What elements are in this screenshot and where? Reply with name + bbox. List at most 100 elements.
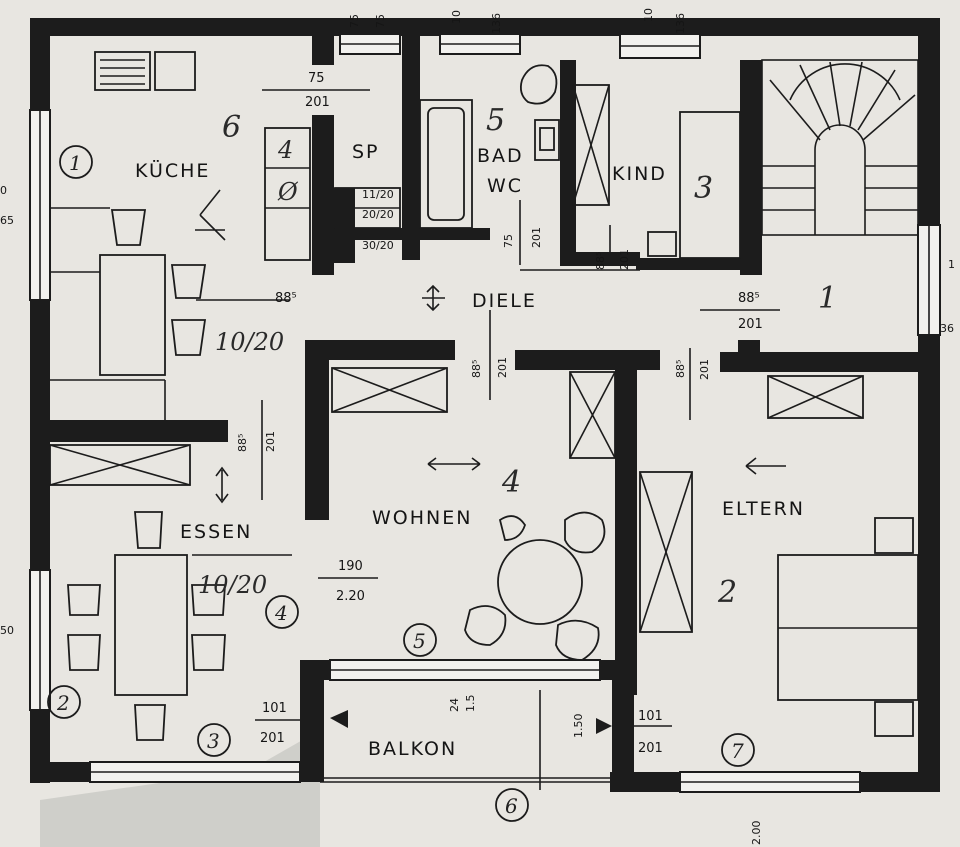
circle-number-4: 4	[274, 601, 288, 625]
wall-right	[918, 18, 940, 778]
dim-eltern-door-top: 88⁵	[674, 360, 687, 378]
wall-eltern-top	[720, 352, 920, 372]
window-circles: 1 2 3 4 5 6 7	[47, 145, 755, 822]
circle-number-7: 7	[731, 739, 744, 763]
room-label-balkon: BALKON	[368, 738, 457, 760]
wall-bad-bottom	[410, 228, 490, 240]
room-labels: KÜCHE SP BAD WC KIND DIELE ESSEN WOHNEN …	[135, 141, 805, 760]
room-label-kind: KIND	[612, 163, 667, 185]
dim-kueche-door-bottom: 201	[305, 95, 330, 110]
room-label-sp: SP	[352, 141, 380, 163]
room-number-bad: 5	[486, 103, 505, 138]
dim-opening-top: 190	[338, 559, 363, 574]
wardrobes	[49, 367, 864, 633]
room-label-eltern: ELTERN	[722, 498, 805, 520]
dim-kind-door-bottom: 201	[618, 249, 631, 270]
circle-number-1: 1	[69, 151, 82, 175]
sp-note-2: 20/20	[362, 208, 394, 221]
wohnen-furniture	[464, 511, 606, 661]
dim-balkon-right-bottom: 201	[638, 741, 663, 756]
top-dim-4: 136	[490, 13, 503, 34]
dim-diele-right-top: 88⁵	[738, 291, 760, 306]
eltern-bed	[777, 517, 919, 737]
dim-wc-door-top: 75	[502, 234, 515, 248]
top-dim-2: 75	[374, 14, 387, 28]
wall-kind-bottom-left	[560, 252, 640, 266]
circle-number-2: 2	[56, 691, 70, 715]
top-window-dims: 75 75 10 136 10 136	[348, 8, 687, 34]
bath-furniture: 11/20 20/20 30/20	[334, 64, 560, 252]
dim-diele-left: 88⁵	[275, 291, 297, 306]
area-essen: 10/20	[198, 571, 267, 599]
room-number-kind: 3	[694, 171, 713, 206]
dim-balkon-depth: 1.50	[572, 714, 585, 739]
dim-opening-bottom: 2.20	[336, 589, 365, 604]
wall-sp-bad	[402, 35, 420, 260]
wall-sp-bottom	[330, 228, 420, 240]
dim-essen-door-bottom: 201	[264, 431, 277, 452]
dim-kind-door-top: 88⁵	[594, 252, 607, 270]
dim-wohnen-door-bottom: 201	[496, 357, 509, 378]
dim-eltern-door-bottom: 201	[698, 359, 711, 380]
wall-kitchen-sp	[312, 115, 334, 275]
wall-eltern-post	[738, 340, 760, 360]
top-dim-6: 136	[674, 13, 687, 34]
room-label-wohnen: WOHNEN	[372, 507, 472, 529]
room-label-bad: BAD	[477, 145, 524, 167]
wall-kitchen-sp-top	[312, 35, 334, 65]
dim-essen-door-top: 88⁵	[236, 434, 249, 452]
sp-note-1: 11/20	[362, 188, 394, 201]
wall-wohnen-top-left	[305, 340, 455, 360]
wall-sp-block	[330, 188, 355, 263]
kitchen-furniture: 4 Ø	[50, 51, 311, 420]
dim-diele-right-bottom: 201	[738, 317, 763, 332]
dim-balkon-right-top: 101	[638, 709, 663, 724]
dim-balkon-left-bottom: 201	[260, 731, 285, 746]
wall-wohnen-eltern	[615, 350, 637, 695]
wall-top	[30, 18, 940, 36]
staircase	[761, 59, 919, 236]
room-number-diele: 1	[818, 281, 837, 316]
dimensions: 75 201 88⁵ 88⁵ 201 88⁵ 201 75 201 88⁵ 20…	[236, 71, 763, 756]
wall-kind-bottom	[636, 258, 754, 270]
doors	[192, 89, 780, 790]
dim-kueche-door-top: 75	[308, 71, 325, 86]
interior-walls	[48, 35, 920, 695]
dim-wc-door-bottom: 201	[530, 227, 543, 248]
room-label-wc: WC	[487, 175, 523, 197]
room-label-essen: ESSEN	[180, 521, 252, 543]
cabinet-mark-1: 4	[277, 136, 293, 164]
circle-number-3: 3	[207, 729, 220, 753]
scan-shadow	[40, 730, 320, 847]
area-kueche: 10/20	[215, 328, 284, 356]
wall-wohnen-left	[305, 340, 329, 520]
windows	[29, 33, 941, 793]
room-numbers: 6 5 3 1 4 2 10/20 10/20	[198, 103, 837, 610]
room-number-eltern: 2	[717, 575, 737, 610]
sp-note-3: 30/20	[362, 239, 394, 252]
top-dim-3: 10	[450, 10, 463, 24]
kind-furniture	[572, 84, 741, 259]
edge-mark-3: 50	[0, 624, 14, 637]
circle-number-5: 5	[413, 629, 426, 653]
dim-balkon-mid-bottom: 1.5	[464, 695, 477, 713]
arrows	[195, 189, 786, 504]
room-label-kueche: KÜCHE	[135, 159, 210, 182]
edge-mark-5: 36	[940, 322, 954, 335]
edge-mark-2: 65	[0, 214, 14, 227]
wall-kind-stair	[740, 60, 762, 275]
circle-number-6: 6	[505, 794, 518, 818]
room-label-diele: DIELE	[472, 290, 537, 312]
essen-furniture	[67, 511, 226, 741]
edge-mark-1: 0	[0, 184, 7, 197]
dim-wohnen-door-top: 88⁵	[470, 360, 483, 378]
edge-mark-4: 1	[948, 258, 955, 271]
dim-balkon-mid-top: 24	[448, 698, 461, 712]
edge-marks: 0 65 50 1 36 2.00	[0, 184, 955, 845]
edge-mark-6: 2.00	[750, 821, 763, 846]
wall-bad-kind	[560, 60, 576, 265]
wall-wohnen-top-right	[515, 350, 660, 370]
room-number-wohnen: 4	[501, 465, 521, 500]
cabinet-mark-2: Ø	[277, 178, 299, 206]
